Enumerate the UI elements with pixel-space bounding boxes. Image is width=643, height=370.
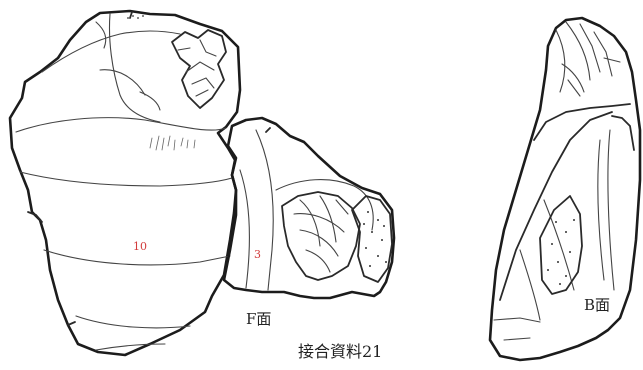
face-b-label: B面 [584,296,610,314]
piece-number-small: 3 [254,248,261,261]
face-f-label: F面 [246,310,271,328]
refit-large-flake [8,9,242,357]
refit-caption: 接合資料21 [298,342,382,361]
piece-number-large: 10 [133,240,147,253]
refit-small-flake [222,116,396,300]
refit-b-face [488,16,642,362]
